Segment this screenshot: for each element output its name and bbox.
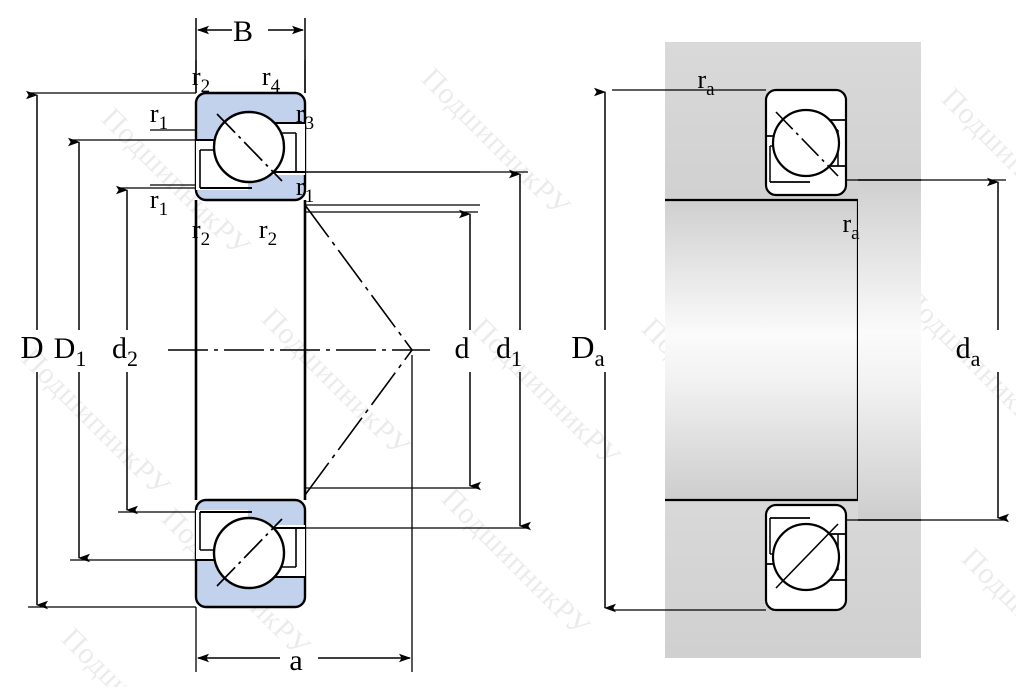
shaft-collar <box>858 180 921 520</box>
label-base: d <box>455 332 470 365</box>
upper-bearing-section <box>194 91 307 202</box>
contact-axis-lower-right <box>775 523 839 589</box>
shaft-block <box>665 200 858 500</box>
lower-bearing-right-view <box>764 503 848 612</box>
chamfer-leader-lines <box>150 60 480 206</box>
label-base: B <box>233 15 253 48</box>
contact-angle-axis-lower <box>216 518 283 587</box>
label-base: D <box>20 329 43 365</box>
label-base: d <box>112 332 127 365</box>
chamfer-label-r3-upper-right: r3 <box>296 99 314 134</box>
label-base: r <box>192 215 201 244</box>
label-subscript: 1 <box>511 346 522 371</box>
dimension-label-da: da <box>956 332 981 371</box>
label-subscript: 1 <box>305 186 315 207</box>
chamfer-label-r2-bottom-left: r2 <box>192 215 210 250</box>
label-base: d <box>956 332 971 365</box>
label-subscript: 4 <box>271 76 281 97</box>
label-subscript: a <box>971 346 981 371</box>
contact-axis-upper-right <box>775 111 839 177</box>
label-base: r <box>296 99 305 128</box>
label-subscript: 2 <box>268 229 278 250</box>
watermark-text: ПодшипникРУ <box>255 302 417 464</box>
watermark-text: ПодшипникРУ <box>55 622 217 687</box>
dimension-d2 <box>116 185 196 515</box>
label-base: r <box>296 172 305 201</box>
dimension-label-Da: Da <box>571 329 604 371</box>
label-base: r <box>192 62 201 91</box>
dimension-D <box>26 90 196 610</box>
label-base: r <box>150 185 159 214</box>
watermark-text: ПодшипникРУ <box>955 542 1016 687</box>
chamfer-label-r1-lower-right: r1 <box>296 172 314 207</box>
watermark-text: ПодшипникРУ <box>15 342 177 504</box>
contact-line-lower <box>304 349 413 496</box>
watermark-text: ПодшипникРУ <box>435 482 597 644</box>
dimension-da <box>846 177 1009 523</box>
label-base: r <box>259 215 268 244</box>
dimension-d <box>305 209 481 491</box>
lower-bearing-section <box>194 498 307 609</box>
dimension-label-B: B <box>233 15 253 48</box>
chamfer-label-r2-bottom-right: r2 <box>259 215 277 250</box>
watermark-text: ПодшипникРУ <box>465 312 627 474</box>
watermark-text: ПодшипникРУ <box>415 62 577 224</box>
label-subscript: a <box>706 79 715 100</box>
label-subscript: 2 <box>201 229 211 250</box>
fillet-label-ra-middle: ra <box>842 209 860 244</box>
label-base: r <box>697 65 706 94</box>
dimension-label-d2: d2 <box>112 332 138 371</box>
label-base: D <box>54 332 76 365</box>
label-subscript: 1 <box>159 199 169 220</box>
dimension-label-d: d <box>455 332 470 365</box>
chamfer-label-r2-top-left: r2 <box>192 62 210 97</box>
label-base: D <box>571 329 594 365</box>
label-base: d <box>496 332 511 365</box>
chamfer-label-r4-top-right: r4 <box>262 62 281 97</box>
label-subscript: 2 <box>201 76 211 97</box>
dimension-Da <box>594 87 766 613</box>
dimension-D1 <box>68 137 196 563</box>
label-subscript: 3 <box>305 113 315 134</box>
dimension-label-D1: D1 <box>54 332 87 371</box>
upper-bearing-right-view <box>764 88 848 197</box>
bearing-cross-section-view <box>26 18 531 672</box>
watermark-text: ПодшипникРУ <box>935 82 1016 244</box>
dimension-a <box>195 355 413 672</box>
contact-angle-axis-upper <box>216 113 283 182</box>
fillet-label-ra-top: ra <box>697 65 715 100</box>
label-base: r <box>150 99 159 128</box>
label-base: r <box>842 209 851 238</box>
contact-line-upper <box>304 204 413 351</box>
bearing-abutment-dimensions-view <box>594 42 1009 658</box>
label-subscript: 2 <box>127 346 138 371</box>
label-subscript: 1 <box>75 346 86 371</box>
chamfer-label-r1-lower-left: r1 <box>150 185 168 220</box>
label-base: a <box>289 644 302 677</box>
chamfer-label-r1-upper-left: r1 <box>150 99 168 134</box>
label-subscript: a <box>594 346 604 371</box>
dimension-label-D: D <box>20 329 43 365</box>
label-base: r <box>262 62 271 91</box>
dimension-label-d1: d1 <box>496 332 522 371</box>
label-subscript: 1 <box>159 113 169 134</box>
label-subscript: a <box>851 223 860 244</box>
dimension-label-a: a <box>289 644 302 677</box>
